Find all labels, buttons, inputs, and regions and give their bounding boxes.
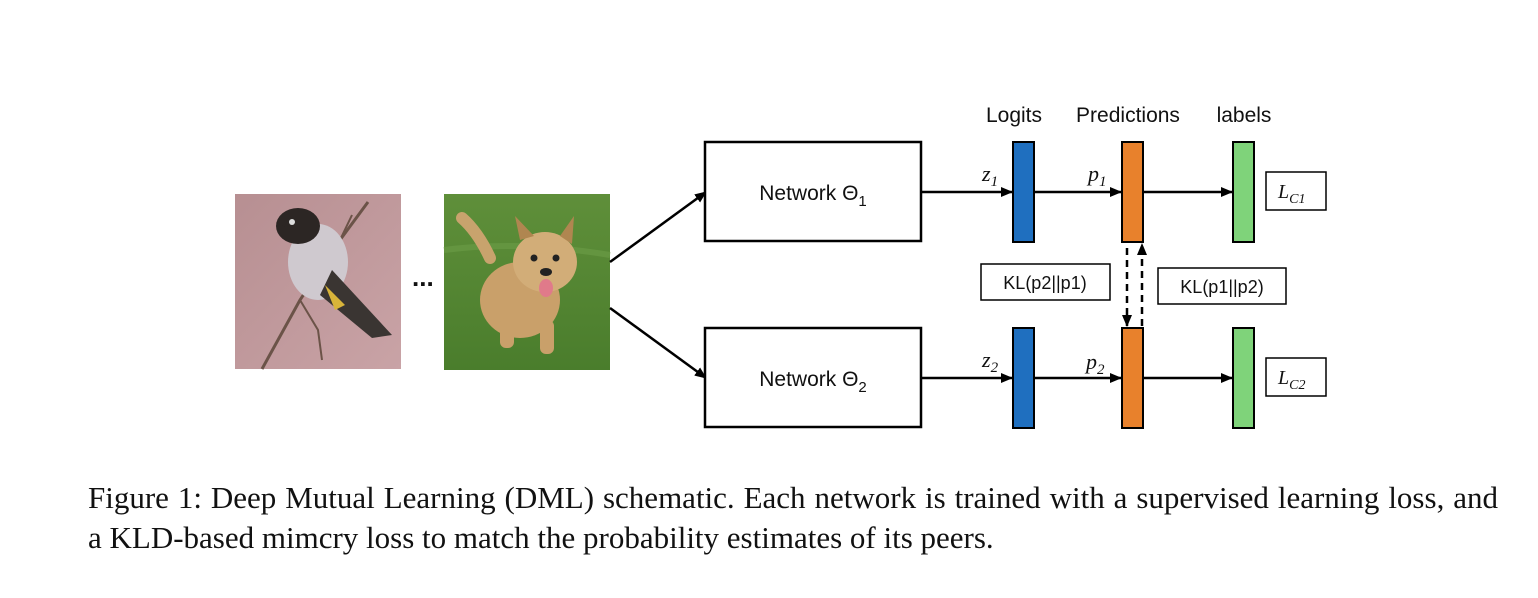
network-1-label: Network Θ1 [759, 182, 867, 210]
logit-symbol-1: z1 [981, 161, 998, 190]
dog-photo [443, 194, 611, 370]
network-2-label: Network Θ2 [759, 368, 867, 396]
logit-bar-1 [1012, 141, 1035, 243]
kl-right-box [1157, 267, 1287, 305]
loss-box-2 [1265, 357, 1327, 397]
arrow-to-network-2 [609, 306, 707, 380]
loss-box-1 [1265, 171, 1327, 211]
predictions-header: Predictions [1076, 104, 1180, 127]
kl-left-label: KL(p2||p1) [1003, 273, 1086, 293]
prediction-symbol-1: p1 [1086, 161, 1107, 190]
kl-right-label: KL(p1||p2) [1180, 277, 1263, 297]
arrow-to-network-1 [609, 190, 707, 264]
logits-header: Logits [986, 104, 1042, 127]
ellipsis: ... [412, 262, 434, 292]
prediction-bar-2 [1121, 327, 1144, 429]
logit-symbol-2: z2 [981, 347, 999, 376]
network-2-box [703, 326, 923, 429]
prediction-bar-1 [1121, 141, 1144, 243]
figure-caption: Figure 1: Deep Mutual Learning (DML) sch… [88, 480, 1498, 555]
kl-left-box [980, 263, 1111, 301]
label-bar-1 [1232, 141, 1255, 243]
loss-label-1: LC1 [1277, 181, 1305, 207]
dml-diagram: ... Network Θ1 Network Θ2 Logits Predict… [235, 104, 1327, 429]
logit-bar-2 [1012, 327, 1035, 429]
bird-photo [235, 194, 401, 370]
label-bar-2 [1232, 327, 1255, 429]
loss-label-2: LC2 [1277, 367, 1305, 393]
labels-header: labels [1217, 104, 1272, 127]
prediction-symbol-2: p2 [1084, 349, 1105, 378]
network-1-box [703, 140, 923, 243]
